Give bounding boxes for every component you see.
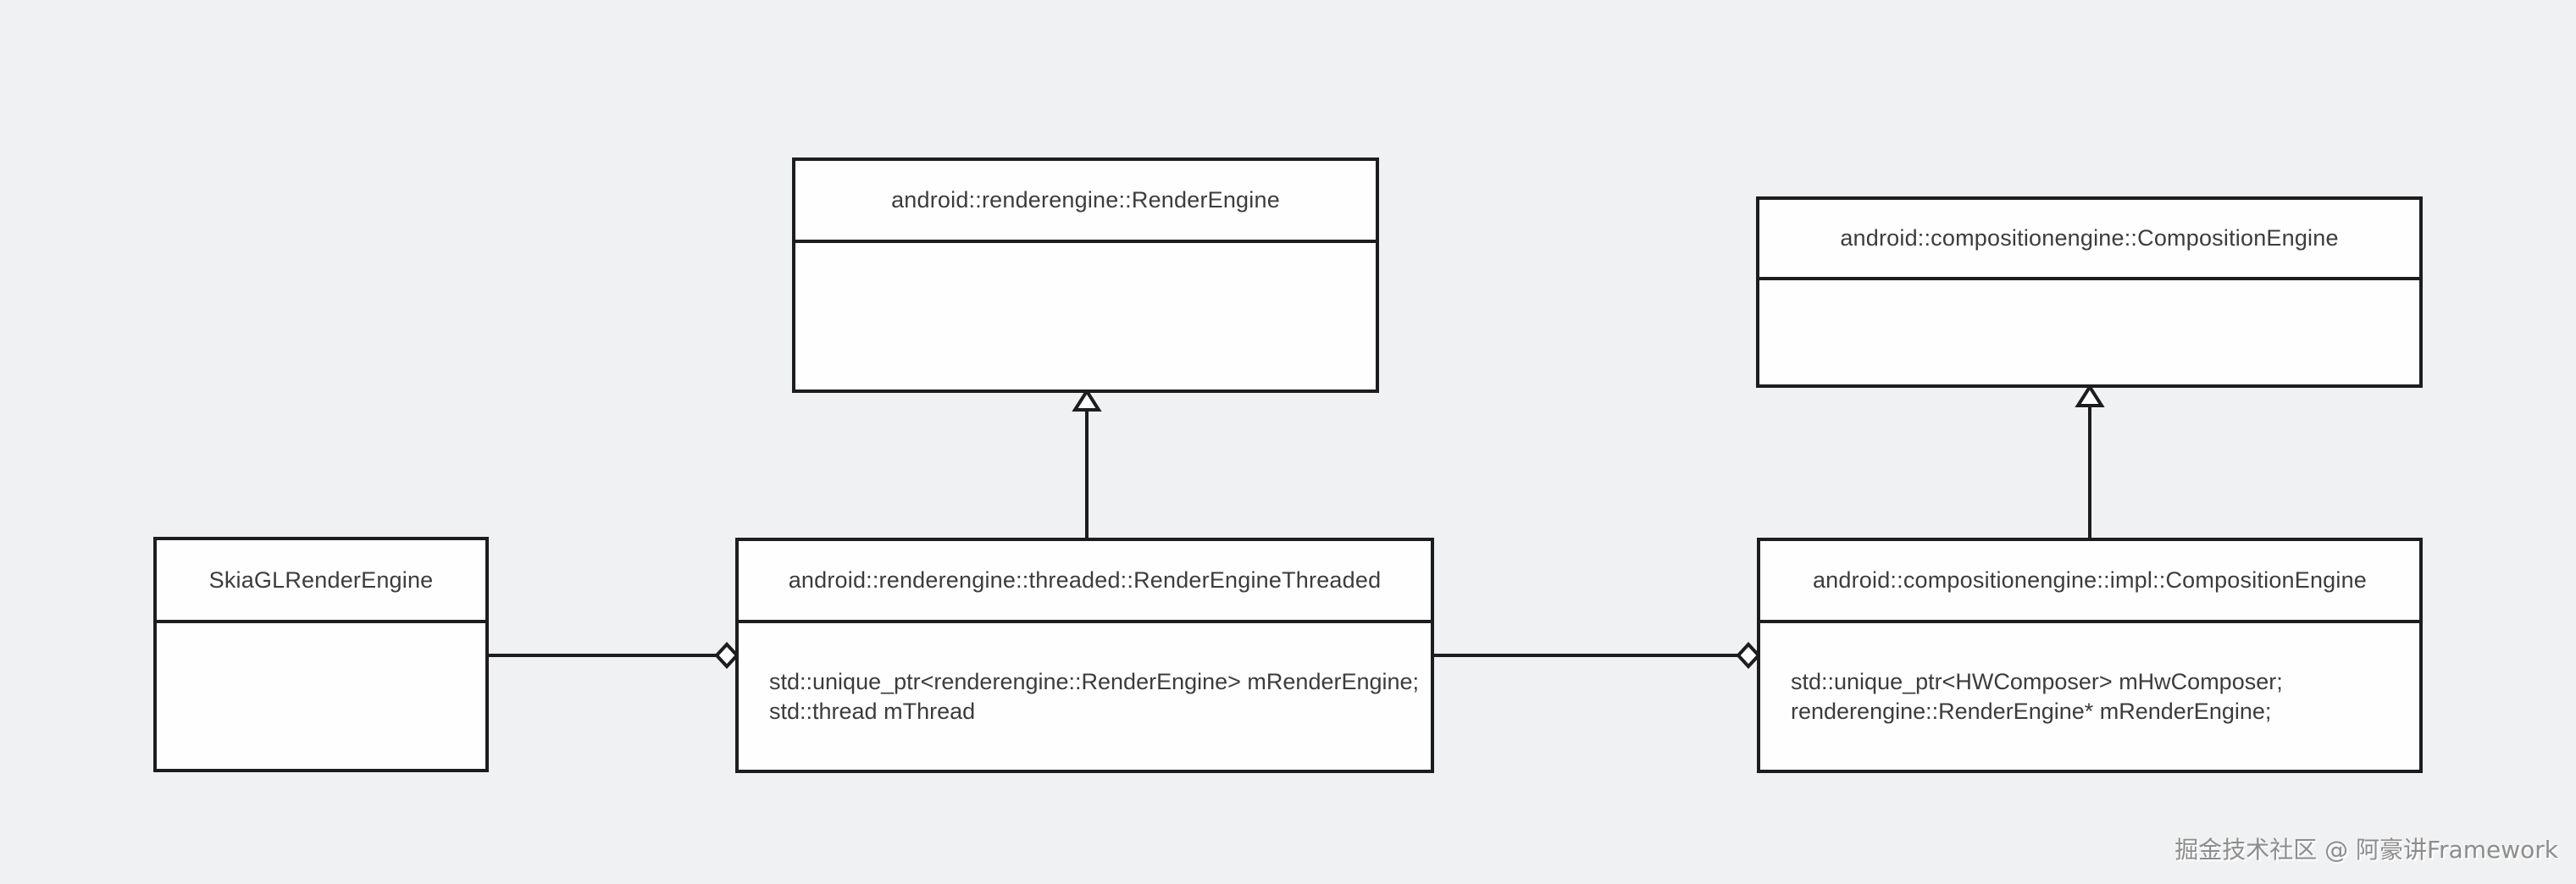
class-box-renderenginethreaded[interactable]: android::renderengine::threaded::RenderE… <box>735 538 1434 773</box>
class-title: android::compositionengine::impl::Compos… <box>1760 541 2419 623</box>
class-members-empty <box>1759 280 2419 384</box>
class-box-renderengine[interactable]: android::renderengine::RenderEngine <box>792 157 1379 393</box>
member-field: std::unique_ptr<renderengine::RenderEngi… <box>769 668 1420 694</box>
aggregation-diamond-threaded <box>714 642 740 669</box>
inheritance-triangle-renderengine <box>1072 388 1102 412</box>
watermark-text: 掘金技术社区 @ 阿豪讲Framework <box>2174 836 2558 864</box>
class-box-skiaglrenderengine[interactable]: SkiaGLRenderEngine <box>153 537 489 772</box>
class-members-empty <box>795 243 1376 390</box>
class-members: std::unique_ptr<HWComposer> mHwComposer;… <box>1760 623 2419 770</box>
class-box-implcompositionengine[interactable]: android::compositionengine::impl::Compos… <box>1757 538 2423 773</box>
member-field: std::thread mThread <box>769 698 976 724</box>
class-title: SkiaGLRenderEngine <box>157 540 485 623</box>
class-box-compositionengine[interactable]: android::compositionengine::CompositionE… <box>1756 196 2423 388</box>
member-field: std::unique_ptr<HWComposer> mHwComposer; <box>1791 668 2283 694</box>
class-title: android::renderengine::threaded::RenderE… <box>739 541 1431 623</box>
class-members: std::unique_ptr<renderengine::RenderEngi… <box>739 623 1431 770</box>
class-members-empty <box>157 623 485 769</box>
aggregation-diamond-impl <box>1736 642 1761 669</box>
class-title: android::renderengine::RenderEngine <box>795 161 1376 243</box>
member-field: renderengine::RenderEngine* mRenderEngin… <box>1791 698 2272 724</box>
class-title: android::compositionengine::CompositionE… <box>1759 200 2419 280</box>
inheritance-triangle-compositionengine <box>2075 384 2105 407</box>
